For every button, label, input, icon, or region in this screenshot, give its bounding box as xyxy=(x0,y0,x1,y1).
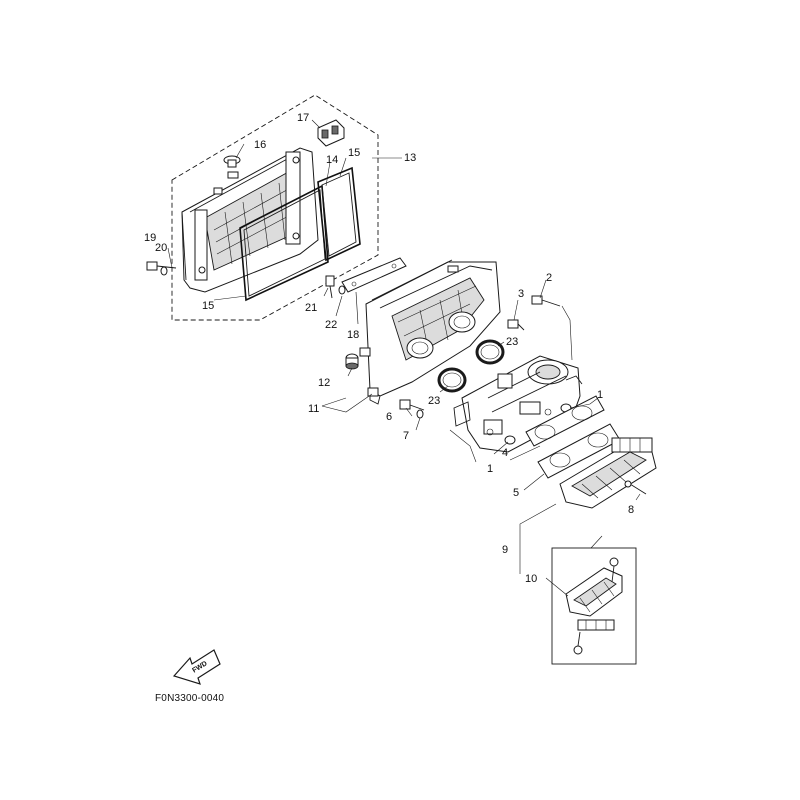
callout-23-lower: 23 xyxy=(428,395,440,407)
callout-7: 7 xyxy=(403,430,409,442)
callout-12: 12 xyxy=(318,377,330,389)
callout-3: 3 xyxy=(518,288,524,300)
callout-20: 20 xyxy=(155,242,167,254)
part-3-bolt xyxy=(507,319,525,331)
part-7-washer xyxy=(416,409,424,419)
callout-1-right: 1 xyxy=(597,389,603,401)
callout-17: 17 xyxy=(297,112,309,124)
callout-10: 10 xyxy=(525,573,537,585)
leader-lines xyxy=(167,119,641,597)
silencer-case xyxy=(181,147,319,293)
callout-22: 22 xyxy=(325,319,337,331)
callout-16: 16 xyxy=(254,139,266,151)
reed-valve-detail-box xyxy=(551,547,637,665)
callout-8: 8 xyxy=(628,504,634,516)
part-23-o-ring-lower xyxy=(437,367,467,393)
callout-15-top: 15 xyxy=(348,147,360,159)
intake-base xyxy=(359,259,501,405)
part-22-washer xyxy=(338,285,346,295)
callout-9: 9 xyxy=(502,544,508,556)
part-15-gasket-frame xyxy=(317,166,361,262)
part-8-pin xyxy=(624,480,647,495)
callout-13: 13 xyxy=(404,152,416,164)
callout-4: 4 xyxy=(502,447,508,459)
callout-labels: 1 1 2 3 4 5 6 7 8 9 10 11 12 13 14 15 15… xyxy=(144,112,634,585)
part-6-bolt xyxy=(399,399,425,411)
part-23-o-ring-upper xyxy=(475,339,505,365)
part-2-bolt xyxy=(531,295,561,307)
part-18-plate xyxy=(341,257,407,293)
callout-15-bottom: 15 xyxy=(202,300,214,312)
callout-21: 21 xyxy=(305,302,317,314)
part-12-grommet xyxy=(345,353,359,370)
callout-18: 18 xyxy=(347,329,359,341)
callout-1-left: 1 xyxy=(487,463,493,475)
silencer-assembly-boundary xyxy=(171,94,379,321)
part-17-connector xyxy=(317,119,345,147)
callout-11: 11 xyxy=(308,403,319,415)
part-1-nut-b xyxy=(504,435,516,445)
callout-2: 2 xyxy=(546,272,552,284)
callout-23-upper: 23 xyxy=(506,336,518,348)
part-20-washer xyxy=(160,266,168,276)
fwd-arrow-icon: FWD xyxy=(172,649,221,685)
part-16-grommet xyxy=(223,155,241,168)
callout-6: 6 xyxy=(386,411,392,423)
part-4-gasket xyxy=(525,395,605,447)
callout-5: 5 xyxy=(513,487,519,499)
part-9-reed-valve-assembly xyxy=(559,437,657,509)
part-21-bolt xyxy=(325,275,335,299)
part-14-gasket xyxy=(239,184,329,302)
part-11-collar xyxy=(367,387,379,397)
part-19-bolt xyxy=(146,261,177,271)
callout-19: 19 xyxy=(144,232,156,244)
figure-code: F0N3300-0040 xyxy=(155,693,225,704)
callout-14: 14 xyxy=(326,154,338,166)
